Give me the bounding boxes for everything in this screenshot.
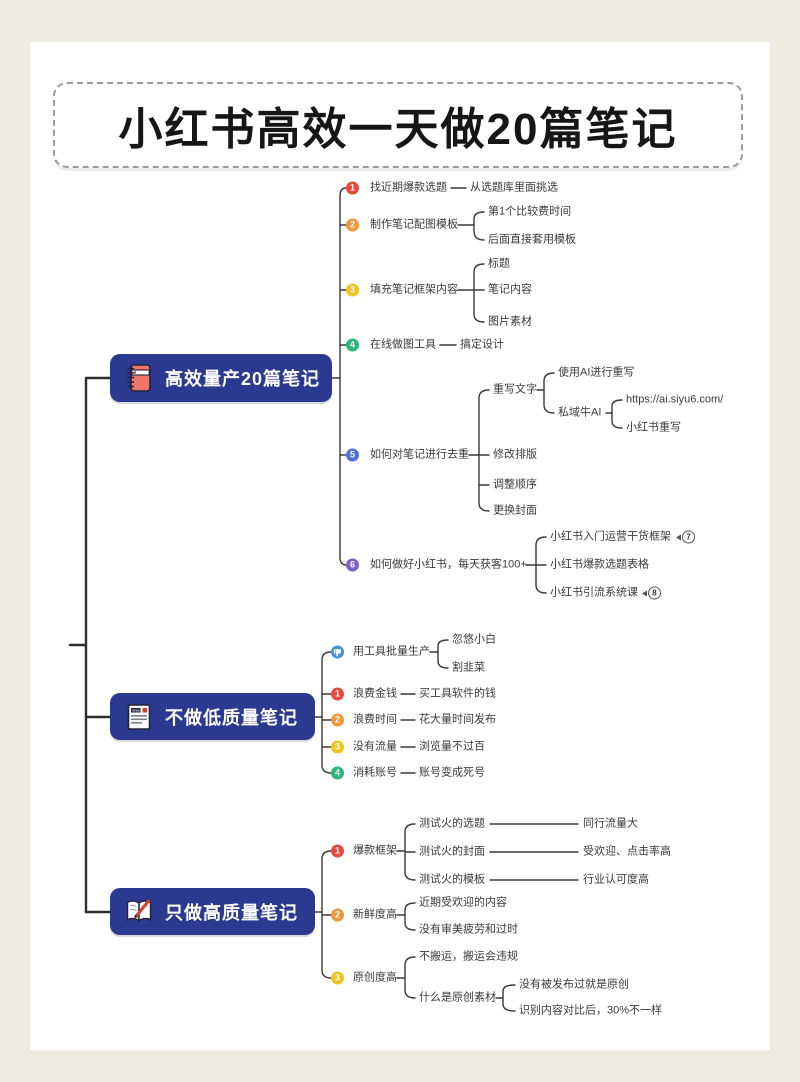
marker-number-4: 4 [331,766,344,780]
branch-label: 只做高质量笔记 [165,902,298,923]
branch-label: 不做低质量笔记 [165,707,298,728]
marker-number-1: 1 [346,181,359,195]
topic-label: 制作笔记配图模板 [370,218,458,231]
marker-number-2: 2 [331,908,344,922]
marker-number-2: 2 [331,713,344,727]
marker-number-1: 1 [331,844,344,858]
topic-label: 私域牛AI [558,406,602,419]
thumbs-down-icon [331,645,344,659]
topic-label-url: https://ai.siyu6.com/ [626,393,724,406]
topic-label: 买工具软件的钱 [419,687,496,700]
topic-label: 找近期爆款选题 [370,181,447,194]
topic-label: 割韭菜 [452,661,485,674]
topic-label: 后面直接套用模板 [488,233,576,246]
marker-number-3: 3 [331,971,344,985]
topic-label: 行业认可度高 [583,873,649,886]
topic-label: 修改排版 [493,448,537,461]
topic-label: 爆款框架 [353,844,397,857]
topic-label: 不搬运，搬运会违规 [419,950,518,963]
topic-label: 第1个比较费时间 [488,205,572,218]
topic-label: 小红书爆款选题表格 [550,558,649,571]
newspaper-icon: news [123,701,155,733]
marker-number-3: 3 [331,740,344,754]
topic-label: 重写文字 [493,383,537,396]
topic-label: 受欢迎、点击率高 [583,845,671,858]
topic-label: 标题 [488,257,510,270]
marker-number-6: 6 [346,558,359,572]
topic-label: 消耗账号 [353,766,397,779]
topic-label: 忽悠小白 [452,633,496,646]
branch-node-only-high-quality: 只做高质量笔记 [110,888,315,935]
topic-label: 没有审美疲劳和过时 [419,923,518,936]
topic-label: 用工具批量生产 [353,645,430,658]
svg-text:news: news [132,708,140,712]
topic-label: 如何对笔记进行去重 [370,448,469,461]
topic-label: 搞定设计 [460,338,504,351]
topic-label: 没有被发布过就是原创 [519,978,629,991]
topic-label: 同行流量大 [583,817,638,830]
topic-label: 小红书入门运营干货框架 [550,530,671,543]
title-node: 小红书高效一天做20篇笔记 [53,82,743,168]
topic-label: 账号变成死号 [419,766,485,779]
topic-label: 什么是原创素材 [419,991,496,1004]
marker-number-2: 2 [346,218,359,232]
topic-label: 近期受欢迎的内容 [419,896,507,909]
collapse-arrow-icon [642,590,647,596]
topic-label: 浏览量不过百 [419,740,485,753]
topic-label: 填充笔记框架内容 [370,283,458,296]
marker-number-4: 4 [346,338,359,352]
topic-label: 浪费时间 [353,713,397,726]
topic-label: 笔记内容 [488,283,532,296]
marker-number-5: 5 [346,448,359,462]
topic-label: 小红书引流系统课 [550,586,638,599]
book-pen-icon [123,896,155,928]
branch-node-no-low-quality: news 不做低质量笔记 [110,693,315,740]
collapse-badge-8: 8 [642,586,661,600]
topic-label: 花大量时间发布 [419,713,496,726]
marker-number-1: 1 [331,687,344,701]
topic-label: 在线做图工具 [370,338,436,351]
notebook-icon [123,362,155,394]
topic-label: 小红书重写 [626,421,681,434]
topic-label: 原创度高 [353,971,397,984]
topic-label: 新鲜度高 [353,908,397,921]
collapse-arrow-icon [676,534,681,540]
marker-number-3: 3 [346,283,359,297]
topic-label: 如何做好小红书，每天获客100+ [370,558,527,571]
collapse-badge-7: 7 [676,530,695,544]
topic-label: 测试火的封面 [419,845,485,858]
topic-label: 使用AI进行重写 [558,366,635,379]
topic-label: 测试火的选题 [419,817,485,830]
topic-label: 识别内容对比后，30%不一样 [519,1004,663,1017]
topic-label: 从选题库里面挑选 [470,181,558,194]
content-panel [30,42,770,1050]
topic-label: 更换封面 [493,504,537,517]
branch-label: 高效量产20篇笔记 [165,369,321,389]
topic-label: 测试火的模板 [419,873,485,886]
topic-label: 图片素材 [488,315,532,328]
topic-label: 调整顺序 [493,478,537,491]
topic-label: 浪费金钱 [353,687,397,700]
topic-label: 没有流量 [353,740,397,753]
page-title: 小红书高效一天做20篇笔记 [118,105,678,154]
branch-node-mass-produce: 高效量产20篇笔记 [110,354,332,402]
